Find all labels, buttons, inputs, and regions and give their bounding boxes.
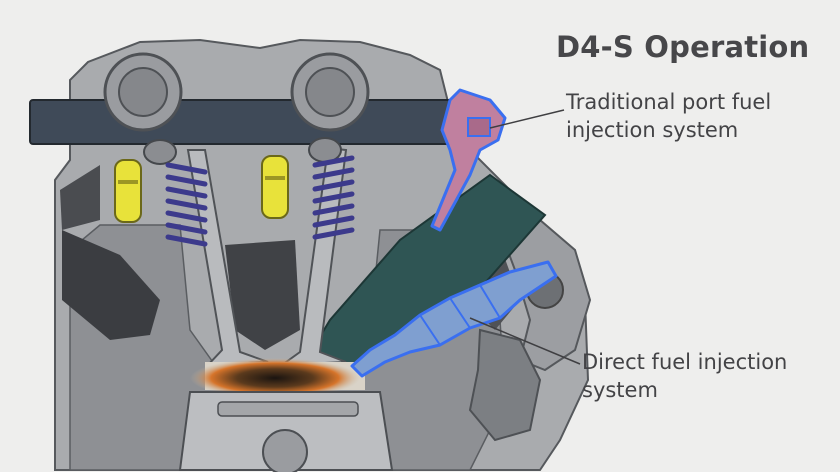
rocker-arms — [143, 137, 342, 165]
port-fuel-injector — [430, 88, 507, 232]
port-injector-leader-line — [489, 109, 565, 129]
camshaft-rail — [29, 99, 471, 145]
combustion-chamber — [190, 358, 365, 398]
piston — [178, 391, 394, 472]
direct-injector-leader-line — [469, 317, 581, 365]
port-injection-label-line2: injection system — [566, 118, 739, 142]
direct-injection-label-line2: system — [582, 378, 658, 402]
direct-injection-label-line1: Direct fuel injection — [582, 350, 788, 374]
hydraulic-lifters — [114, 155, 289, 223]
diagram-title: D4-S Operation — [556, 30, 810, 64]
camshaft-lobes — [103, 52, 370, 132]
port-injection-label-line1: Traditional port fuel — [566, 90, 772, 114]
direct-fuel-injector — [350, 260, 558, 378]
callout-leader-lines — [469, 109, 581, 365]
valve-springs — [165, 155, 355, 247]
cylinder-head-side — [468, 218, 592, 442]
